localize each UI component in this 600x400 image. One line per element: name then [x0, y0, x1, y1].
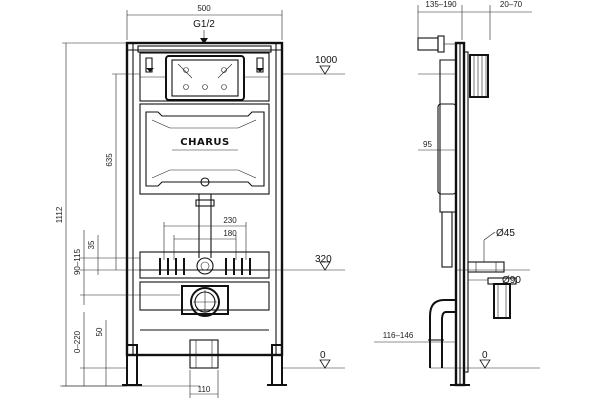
label-bottom-width: 110 — [198, 385, 211, 394]
outlet-dimension: 116–146 — [374, 330, 456, 350]
side-view: 135–190 20–70 — [374, 0, 540, 387]
mounting-rail — [139, 251, 270, 279]
front-view: 500 G1/2 — [55, 4, 345, 398]
pipe-small: Ø45 — [467, 228, 515, 273]
label-depth-front: 135–190 — [425, 0, 457, 9]
label-fix-range: 90–115 — [73, 248, 82, 275]
label-top-width: 500 — [197, 4, 211, 13]
label-level-top: 1000 — [315, 55, 338, 66]
label-spacing-outer: 230 — [223, 216, 237, 225]
label-spacing-inner: 180 — [223, 229, 237, 238]
label-fix-offset: 35 — [87, 240, 96, 249]
cistern-tank: CHARUS — [139, 103, 270, 195]
label-foot-offset: 50 — [95, 327, 104, 336]
top-mounting-block — [139, 52, 270, 102]
brand-logo: CHARUS — [180, 137, 229, 148]
lower-section: 110 — [122, 339, 287, 398]
label-level-mid: 320 — [315, 254, 332, 265]
label-foot-range: 0–220 — [73, 330, 82, 353]
drain-connector — [139, 281, 270, 331]
label-outlet-range: 116–146 — [383, 331, 414, 340]
elbow-outlet — [428, 299, 456, 368]
side-top-dimensions: 135–190 20–70 — [417, 0, 532, 40]
pipe-large: Ø90 — [468, 275, 521, 319]
label-level-zero-front: 0 — [320, 350, 326, 361]
label-inlet: G1/2 — [193, 19, 215, 30]
label-pipe-small: Ø45 — [496, 228, 515, 239]
label-pipe-large: Ø90 — [502, 275, 521, 286]
spacing-dimensions: 230 180 — [163, 216, 247, 260]
label-tank-depth: 95 — [423, 140, 432, 149]
inlet-marker: G1/2 — [193, 19, 215, 44]
label-level-zero-side: 0 — [482, 350, 488, 361]
side-cistern: 95 — [418, 59, 457, 268]
side-frame — [450, 41, 470, 387]
left-dimensions: 1112 635 90–115 35 0–220 50 — [55, 42, 200, 387]
label-tank-height: 635 — [105, 153, 114, 167]
label-depth-rear: 20–70 — [500, 0, 523, 9]
actuator-plate — [417, 35, 456, 53]
rear-inlet-housing — [469, 54, 489, 98]
front-level-markers: 1000 320 0 — [269, 55, 345, 369]
side-reference-lines: 0 — [418, 73, 540, 369]
label-total-height: 1112 — [55, 206, 64, 223]
dimension-top-width: 500 — [126, 4, 283, 40]
frame-outline — [125, 41, 284, 357]
